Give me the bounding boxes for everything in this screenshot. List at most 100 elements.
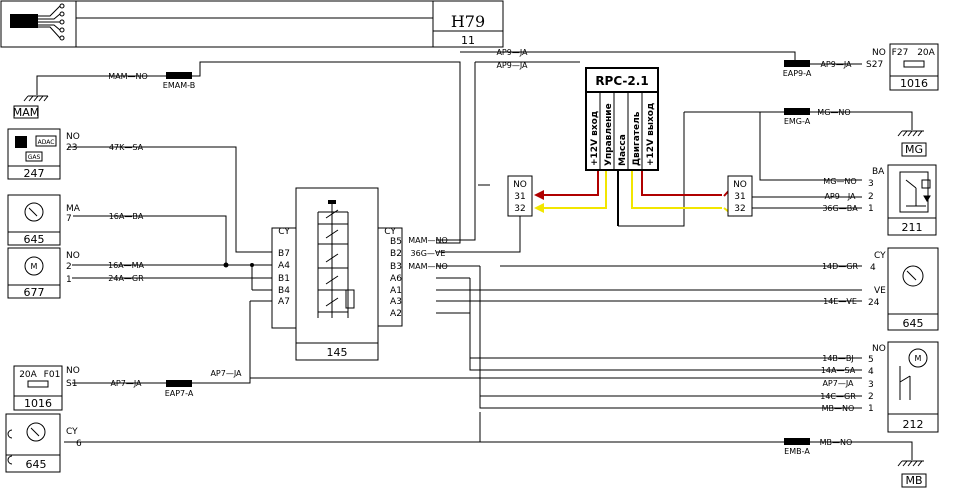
wire-label-16a-ma: 16A—MA [108, 261, 145, 270]
svg-text:32: 32 [734, 204, 745, 214]
svg-text:6: 6 [76, 439, 82, 449]
rpc-label-12v-in: +12V вход [590, 111, 600, 166]
svg-text:A3: A3 [390, 297, 402, 307]
wire-label-mg-no: MG—NO [817, 108, 850, 117]
svg-text:EAP7-A: EAP7-A [165, 389, 194, 398]
svg-text:20A: 20A [917, 48, 935, 58]
rpc-title: RPC-2.1 [595, 74, 648, 88]
rpc-label-control: Управление [604, 103, 614, 166]
svg-text:S27: S27 [866, 60, 883, 70]
svg-text:MG: MG [905, 143, 923, 156]
relay-switch-icon [317, 204, 355, 318]
svg-text:2: 2 [868, 392, 874, 402]
component-211: 211 BA 3 2 1 [868, 164, 937, 236]
fuse-icon [903, 60, 925, 68]
connector-right: NO 31 32 [727, 175, 753, 217]
svg-text:3: 3 [868, 380, 874, 390]
rpc-module: RPC-2.1 +12V вход Управление Масса Двига… [585, 67, 659, 171]
wire-label-mb-no-2: MB—NO [820, 438, 853, 447]
component-1016b: F27 20A 1016 NO S27 [866, 43, 939, 91]
rpc-wiring [534, 170, 735, 226]
title-block: H79 11 [0, 0, 504, 48]
component-645c: 645 CY 4 VE 24 [868, 247, 939, 331]
svg-text:5: 5 [868, 355, 874, 365]
wire-label-47k-sa: 47K—SA [109, 143, 144, 152]
wire-label-14b-bj: 14B—BJ [822, 354, 854, 363]
wire-label-14c-gr: 14C—GR [820, 392, 856, 401]
wire-label-36g-ve-b2: 36G—VE [411, 249, 446, 258]
wire-label-36g-ba: 36G—BA [822, 204, 858, 213]
svg-text:B7: B7 [278, 249, 290, 259]
rpc-label-ground: Масса [618, 134, 628, 166]
svg-text:BA: BA [872, 167, 885, 177]
component-645b: 645 CY 6 [5, 413, 82, 473]
svg-text:2: 2 [868, 192, 874, 202]
svg-text:NO: NO [872, 48, 886, 58]
svg-text:NO: NO [66, 366, 80, 376]
switch-icon [899, 366, 911, 400]
svg-text:3: 3 [868, 179, 874, 189]
wire-label-14e-ve: 14E—VE [823, 297, 857, 306]
svg-text:A1: A1 [390, 286, 402, 296]
svg-text:2: 2 [66, 262, 72, 272]
svg-text:4: 4 [870, 263, 876, 273]
svg-text:1016: 1016 [900, 77, 928, 90]
svg-text:B4: B4 [278, 286, 290, 296]
wire-label-mam-no-b5: MAM—NO [408, 236, 448, 245]
splice-eap7-a: EAP7-A [165, 380, 194, 398]
wire-network [36, 51, 913, 460]
switch-icon [899, 171, 931, 213]
gauge-icon [24, 202, 44, 222]
component-677: M 677 NO 2 1 [7, 247, 80, 299]
wire-label-14d-gr: 14D—GR [822, 262, 859, 271]
ground-mam: MAM [13, 95, 49, 119]
wire-label-16a-ba: 16A—BA [109, 212, 144, 221]
splice-emg-a: EMG-A [784, 108, 811, 126]
wire-label-mam-no-b3: MAM—NO [408, 262, 448, 271]
svg-text:VE: VE [874, 286, 886, 296]
rpc-label-motor: Двигатель [632, 111, 642, 166]
component-247: ADAC GAS 247 NO 23 [7, 128, 80, 180]
splice-emb-a: EMB-A [784, 438, 810, 456]
harness-icon [10, 3, 65, 41]
svg-text:247: 247 [24, 167, 45, 180]
svg-text:A6: A6 [390, 274, 402, 284]
svg-text:MA: MA [66, 204, 81, 214]
title-code: H79 [451, 12, 485, 31]
svg-text:F27: F27 [892, 48, 909, 58]
ground-mb: MB [897, 460, 927, 488]
svg-text:B5: B5 [390, 237, 402, 247]
gauge-icon [902, 265, 924, 287]
svg-text:M: M [31, 262, 38, 271]
sheet-number: 11 [461, 34, 475, 47]
svg-text:1: 1 [66, 275, 72, 285]
wire-label-14a-sa: 14A—SA [821, 366, 856, 375]
component-645a: 645 MA 7 [7, 194, 81, 246]
gauge-icon [26, 422, 46, 442]
svg-text:645: 645 [26, 458, 47, 471]
wire-label-mg-no-211: MG—NO [823, 177, 856, 186]
fuse-icon [27, 380, 49, 388]
svg-text:A2: A2 [390, 309, 402, 319]
svg-text:NO: NO [733, 180, 747, 190]
svg-text:M: M [915, 354, 922, 363]
svg-text:NO: NO [513, 180, 527, 190]
svg-text:1: 1 [868, 404, 874, 414]
svg-text:EAP9-A: EAP9-A [783, 69, 812, 78]
component-1016a: 20A F01 1016 NO S1 [13, 365, 80, 411]
svg-text:NO: NO [66, 251, 80, 261]
svg-text:F01: F01 [44, 370, 61, 380]
svg-text:NO: NO [66, 132, 80, 142]
svg-text:A4: A4 [278, 261, 290, 271]
svg-text:212: 212 [903, 418, 924, 431]
motor-icon [908, 348, 928, 368]
fuel-pump-icon [15, 136, 27, 148]
wire-label-ap9-ja-1: AP9—JA [496, 48, 528, 57]
component-145: 145 CY CY B7 A4 B1 B4 A7 B5 B2 B3 A6 A1 … [271, 187, 403, 361]
rpc-label-12v-out: +12V выход [646, 103, 656, 166]
wire-label-24a-gr: 24A—GR [108, 274, 144, 283]
svg-text:CY: CY [874, 251, 886, 261]
svg-text:645: 645 [903, 317, 924, 330]
